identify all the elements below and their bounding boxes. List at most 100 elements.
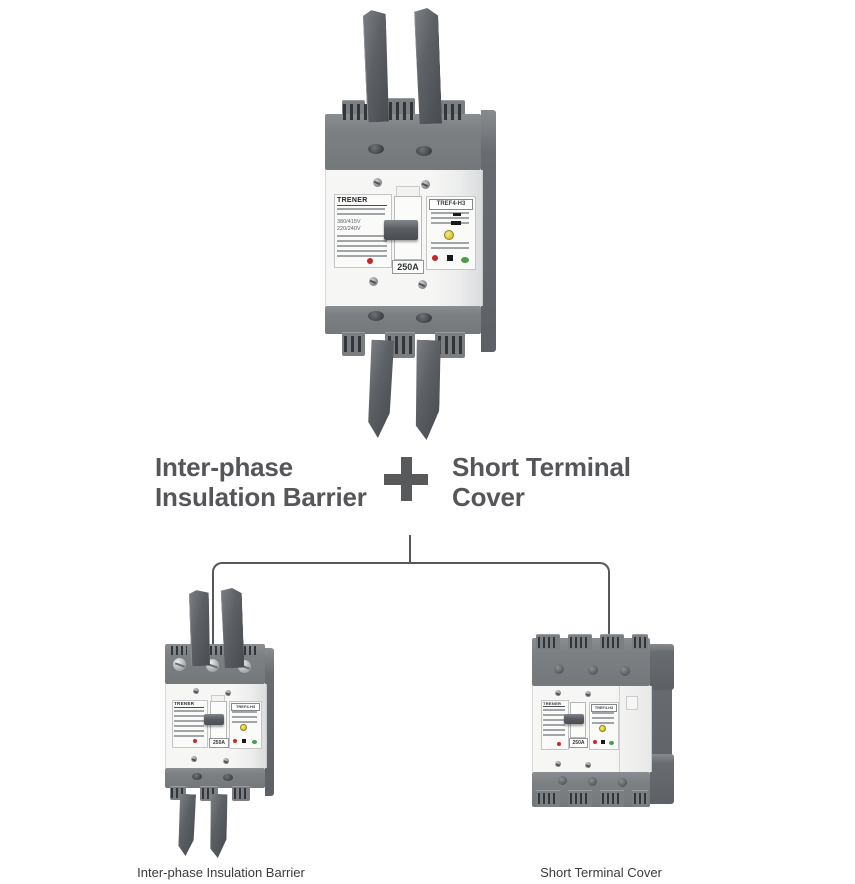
cover-screw-boss — [588, 665, 598, 675]
accessory-cover-panel — [619, 686, 651, 772]
vent-slats — [634, 793, 646, 804]
model-label: TREF4-H3 — [589, 702, 619, 750]
vent-slats — [239, 646, 257, 655]
cover-rib — [568, 634, 592, 650]
breaker-top-cap — [165, 644, 265, 684]
cover-screw-boss — [620, 666, 630, 676]
mounting-hole — [192, 773, 202, 780]
rating-badge: 250A — [392, 260, 424, 274]
breaker-bottom-cap — [325, 306, 481, 334]
terminal-block — [232, 786, 250, 801]
breaker-top-cap — [325, 102, 481, 170]
insulation-barrier-blade — [366, 340, 394, 439]
vent-slats — [171, 646, 187, 655]
mounting-hole — [223, 774, 233, 781]
cover-screw-boss — [588, 777, 597, 786]
vent-slats — [389, 102, 416, 120]
screw-icon — [555, 761, 561, 767]
indicator-red — [557, 742, 561, 746]
brand-label: TRENER — [172, 700, 208, 748]
vent-slats — [570, 637, 590, 648]
heading-right: Short Terminal Cover — [452, 452, 631, 512]
trip-test-button — [240, 724, 247, 731]
screw-icon — [223, 758, 229, 764]
cover-rib — [536, 634, 560, 650]
heading-left: Inter-phase Insulation Barrier — [155, 452, 367, 512]
indicator-red — [432, 255, 438, 261]
brand-label: TRENER — [541, 700, 569, 750]
breaker-body: TRENER 380/415V 220/240V 250A TREF4-H3 — [325, 170, 483, 306]
mounting-hole — [368, 311, 384, 321]
cover-rib — [632, 634, 648, 650]
cover-screw-boss — [554, 664, 564, 674]
trip-test-button — [444, 230, 454, 240]
vent-slats — [388, 336, 413, 354]
screw-icon — [555, 690, 561, 696]
spec-text-lines — [543, 709, 565, 739]
indicator-red — [367, 258, 373, 264]
brand-name: TRENER — [174, 701, 204, 708]
vent-slats — [205, 646, 223, 655]
breaker-side-panel — [265, 648, 274, 796]
screw-icon — [418, 280, 427, 289]
model-name: TREF4-H3 — [231, 703, 260, 711]
indicator-green — [609, 741, 614, 745]
cover-breaker: TRENER 250A TREF4-H3 — [530, 634, 676, 810]
trip-test-button — [599, 725, 606, 732]
rating-badge: 250A — [209, 738, 229, 748]
main-breaker: TRENER 380/415V 220/240V 250A TREF4-H3 — [322, 6, 500, 440]
vent-slats — [202, 788, 217, 799]
cover-rib — [600, 790, 624, 807]
short-terminal-cover-bottom — [532, 772, 650, 807]
mounting-hole — [368, 144, 384, 154]
heading-right-line2: Cover — [452, 482, 525, 512]
spec-text-lines — [174, 710, 204, 738]
cover-screw-boss — [618, 778, 627, 787]
terminal-screw-icon — [173, 658, 186, 671]
vent-slats — [234, 788, 249, 799]
vent-slats — [437, 104, 465, 120]
connector-stem — [409, 535, 411, 564]
screw-icon — [193, 688, 199, 694]
breaker-body: TRENER 250A TREF4-H3 — [532, 686, 652, 772]
setting-dial — [453, 213, 461, 216]
setting-marks — [431, 242, 469, 250]
vent-slats — [538, 793, 558, 804]
model-label: TREF4-H3 — [229, 701, 262, 749]
breaker-bottom-cap — [165, 768, 265, 788]
heading-left-line2: Insulation Barrier — [155, 482, 367, 512]
cover-rib — [632, 790, 648, 807]
indicator-red — [233, 739, 237, 743]
voltage-rating-1: 380/415V — [337, 219, 361, 225]
toggle-handle — [564, 714, 584, 724]
screw-icon — [585, 762, 591, 768]
terminal-cover-side — [650, 754, 674, 804]
screw-icon — [421, 180, 430, 189]
caption-right: Short Terminal Cover — [540, 865, 662, 880]
model-name: TREF4-H3 — [591, 704, 617, 712]
connector-bracket — [212, 562, 610, 644]
short-terminal-cover-top — [532, 634, 650, 686]
rating-badge: 250A — [569, 738, 588, 748]
screw-icon — [373, 178, 382, 187]
cover-rib — [600, 634, 624, 650]
insulation-barrier-blade — [177, 794, 196, 857]
vent-slats — [634, 637, 646, 648]
screw-icon — [585, 691, 591, 697]
screw-icon — [225, 690, 231, 696]
voltage-rating-2: 220/240V — [337, 226, 361, 232]
vent-slats — [570, 793, 590, 804]
brand-name: TRENER — [337, 197, 387, 206]
indicator-red — [593, 740, 597, 744]
terminal-block — [385, 332, 415, 358]
insulation-barrier-blade — [363, 10, 391, 123]
indicator-green — [252, 740, 257, 744]
vent-slats — [171, 788, 185, 798]
mounting-hole — [416, 313, 432, 323]
insulation-barrier-blade — [412, 340, 441, 441]
brand-name: TRENER — [543, 701, 565, 708]
spec-text-lines — [337, 235, 387, 257]
vent-slats — [343, 104, 367, 120]
vent-slats — [538, 637, 558, 648]
